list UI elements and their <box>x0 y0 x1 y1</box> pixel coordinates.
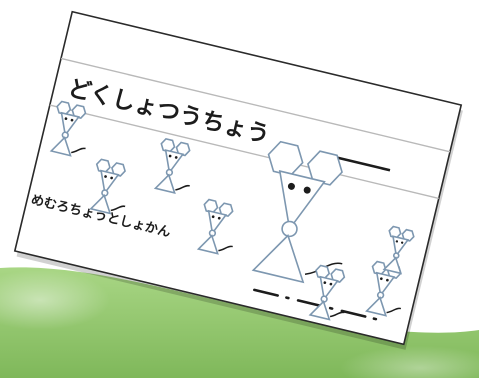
mouse-eye <box>168 154 172 158</box>
mouse-figure <box>89 158 126 215</box>
notebook-card: どくしょつうちょう めむろちょうとしょかん <box>13 10 463 350</box>
grass-highlight <box>340 346 479 378</box>
mouse-tail <box>71 147 86 154</box>
signature-line <box>253 288 378 321</box>
mouse-tail <box>218 245 233 252</box>
mouse-eye <box>217 216 221 220</box>
mouse-figure <box>308 264 346 321</box>
mouse-body <box>196 234 219 255</box>
mouse-figure <box>49 100 87 157</box>
mouse-figure <box>153 137 191 195</box>
mouse-body <box>382 256 402 275</box>
mouse-tail <box>329 311 345 318</box>
mouse-body <box>251 234 305 284</box>
header-rule-top <box>60 57 451 153</box>
mouse-eye <box>174 156 178 159</box>
mouse-body <box>49 136 72 157</box>
mice-illustration <box>49 100 415 321</box>
mouse-body <box>153 173 176 195</box>
mouse-eye <box>400 241 404 244</box>
mouse-figure <box>251 140 343 284</box>
grass-background <box>0 267 479 378</box>
mouse-eye <box>104 175 107 178</box>
card-face <box>13 10 463 346</box>
mouse-ear-right <box>218 202 234 218</box>
mouse-eye <box>386 278 389 282</box>
mouse-body <box>308 300 331 321</box>
mouse-eye <box>395 240 399 243</box>
mouse-body <box>89 193 112 215</box>
mouse-ear-right <box>307 150 343 186</box>
mouse-ear-right <box>175 141 191 157</box>
mouse-eye <box>329 282 333 286</box>
mouse-tail <box>175 184 190 191</box>
mouse-ear-right <box>401 228 415 242</box>
mouse-tail <box>386 307 402 314</box>
mouse-ear-right <box>330 268 346 283</box>
mouse-eye <box>287 182 295 190</box>
mouse-ear-right <box>71 104 87 119</box>
mouse-eye <box>110 176 113 180</box>
mouse-ear-right <box>111 162 126 177</box>
mouse-figure <box>196 198 234 255</box>
mouse-eye <box>379 277 383 281</box>
mouse-eye <box>211 215 215 219</box>
mouse-body <box>365 296 388 317</box>
grass-highlight <box>0 270 110 330</box>
header-rule-bottom <box>49 104 439 200</box>
mouse-eye <box>303 186 311 194</box>
mouse-eye <box>323 281 327 284</box>
mouse-eye <box>64 117 68 121</box>
mouse-figure <box>382 225 415 275</box>
mouse-eye <box>70 118 74 122</box>
mouse-tail <box>110 205 126 212</box>
